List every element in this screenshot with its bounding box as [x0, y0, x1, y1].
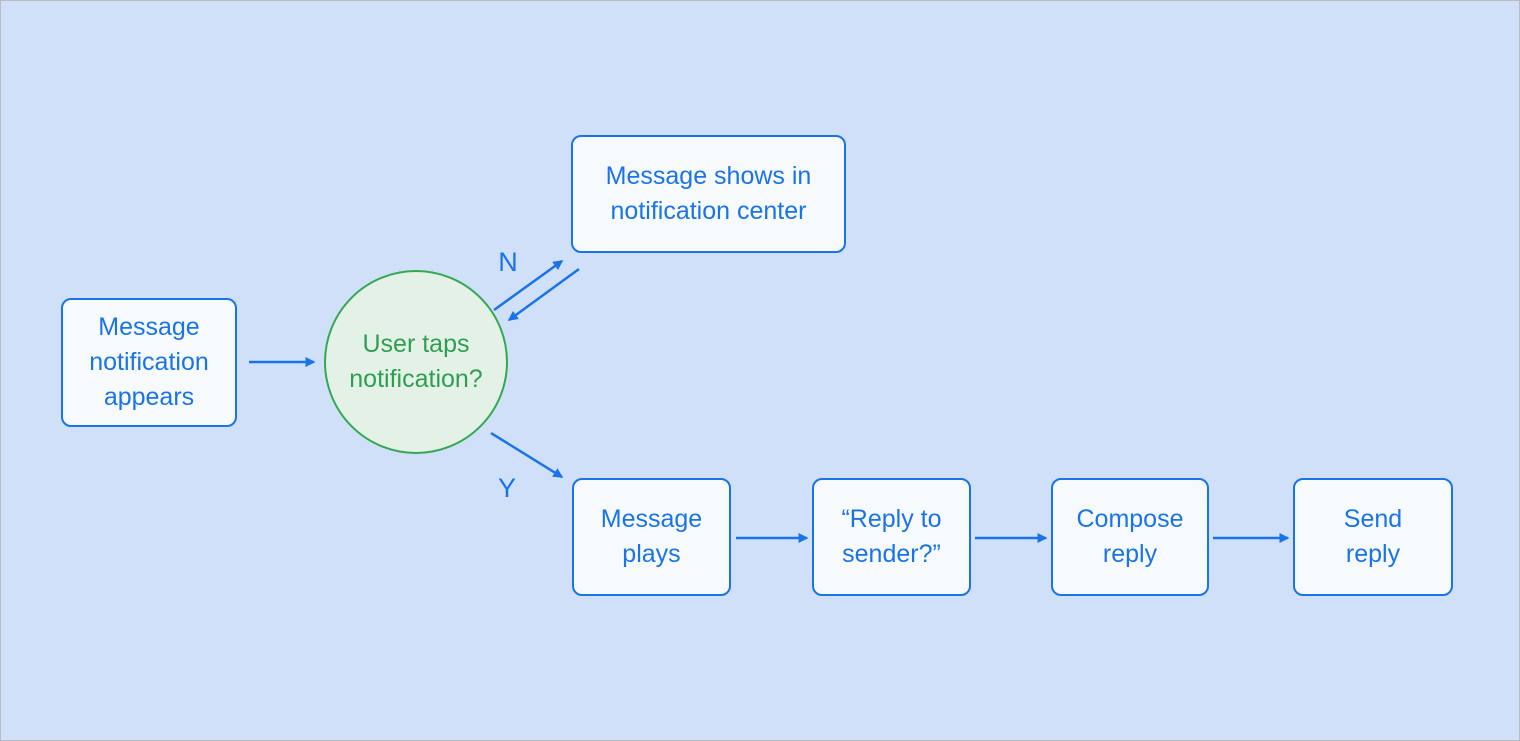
edge-label-no: N: [498, 247, 518, 277]
node-message-plays: Message plays: [572, 478, 731, 596]
node-label: Send reply: [1343, 505, 1403, 568]
node-message-shows-in-notification-center: Message shows in notification center: [571, 135, 846, 253]
edge-label-yes: Y: [497, 473, 516, 503]
node-message-notification-appears: Message notification appears: [61, 298, 237, 427]
node-label: Message plays: [600, 505, 703, 568]
node-label: User taps notification?: [349, 330, 483, 393]
node-label: Compose reply: [1076, 505, 1184, 568]
node-label: Message shows in notification center: [605, 162, 812, 225]
node-label: “Reply to sender?”: [841, 505, 942, 568]
node-user-taps-notification: User taps notification?: [324, 270, 508, 454]
edge-decision-to-message-plays: [490, 431, 564, 479]
node-reply-to-sender: “Reply to sender?”: [812, 478, 971, 596]
edge-notification-center-to-decision: [507, 267, 580, 322]
node-compose-reply: Compose reply: [1051, 478, 1209, 596]
node-label: Message notification appears: [89, 313, 209, 411]
node-send-reply: Send reply: [1293, 478, 1453, 596]
